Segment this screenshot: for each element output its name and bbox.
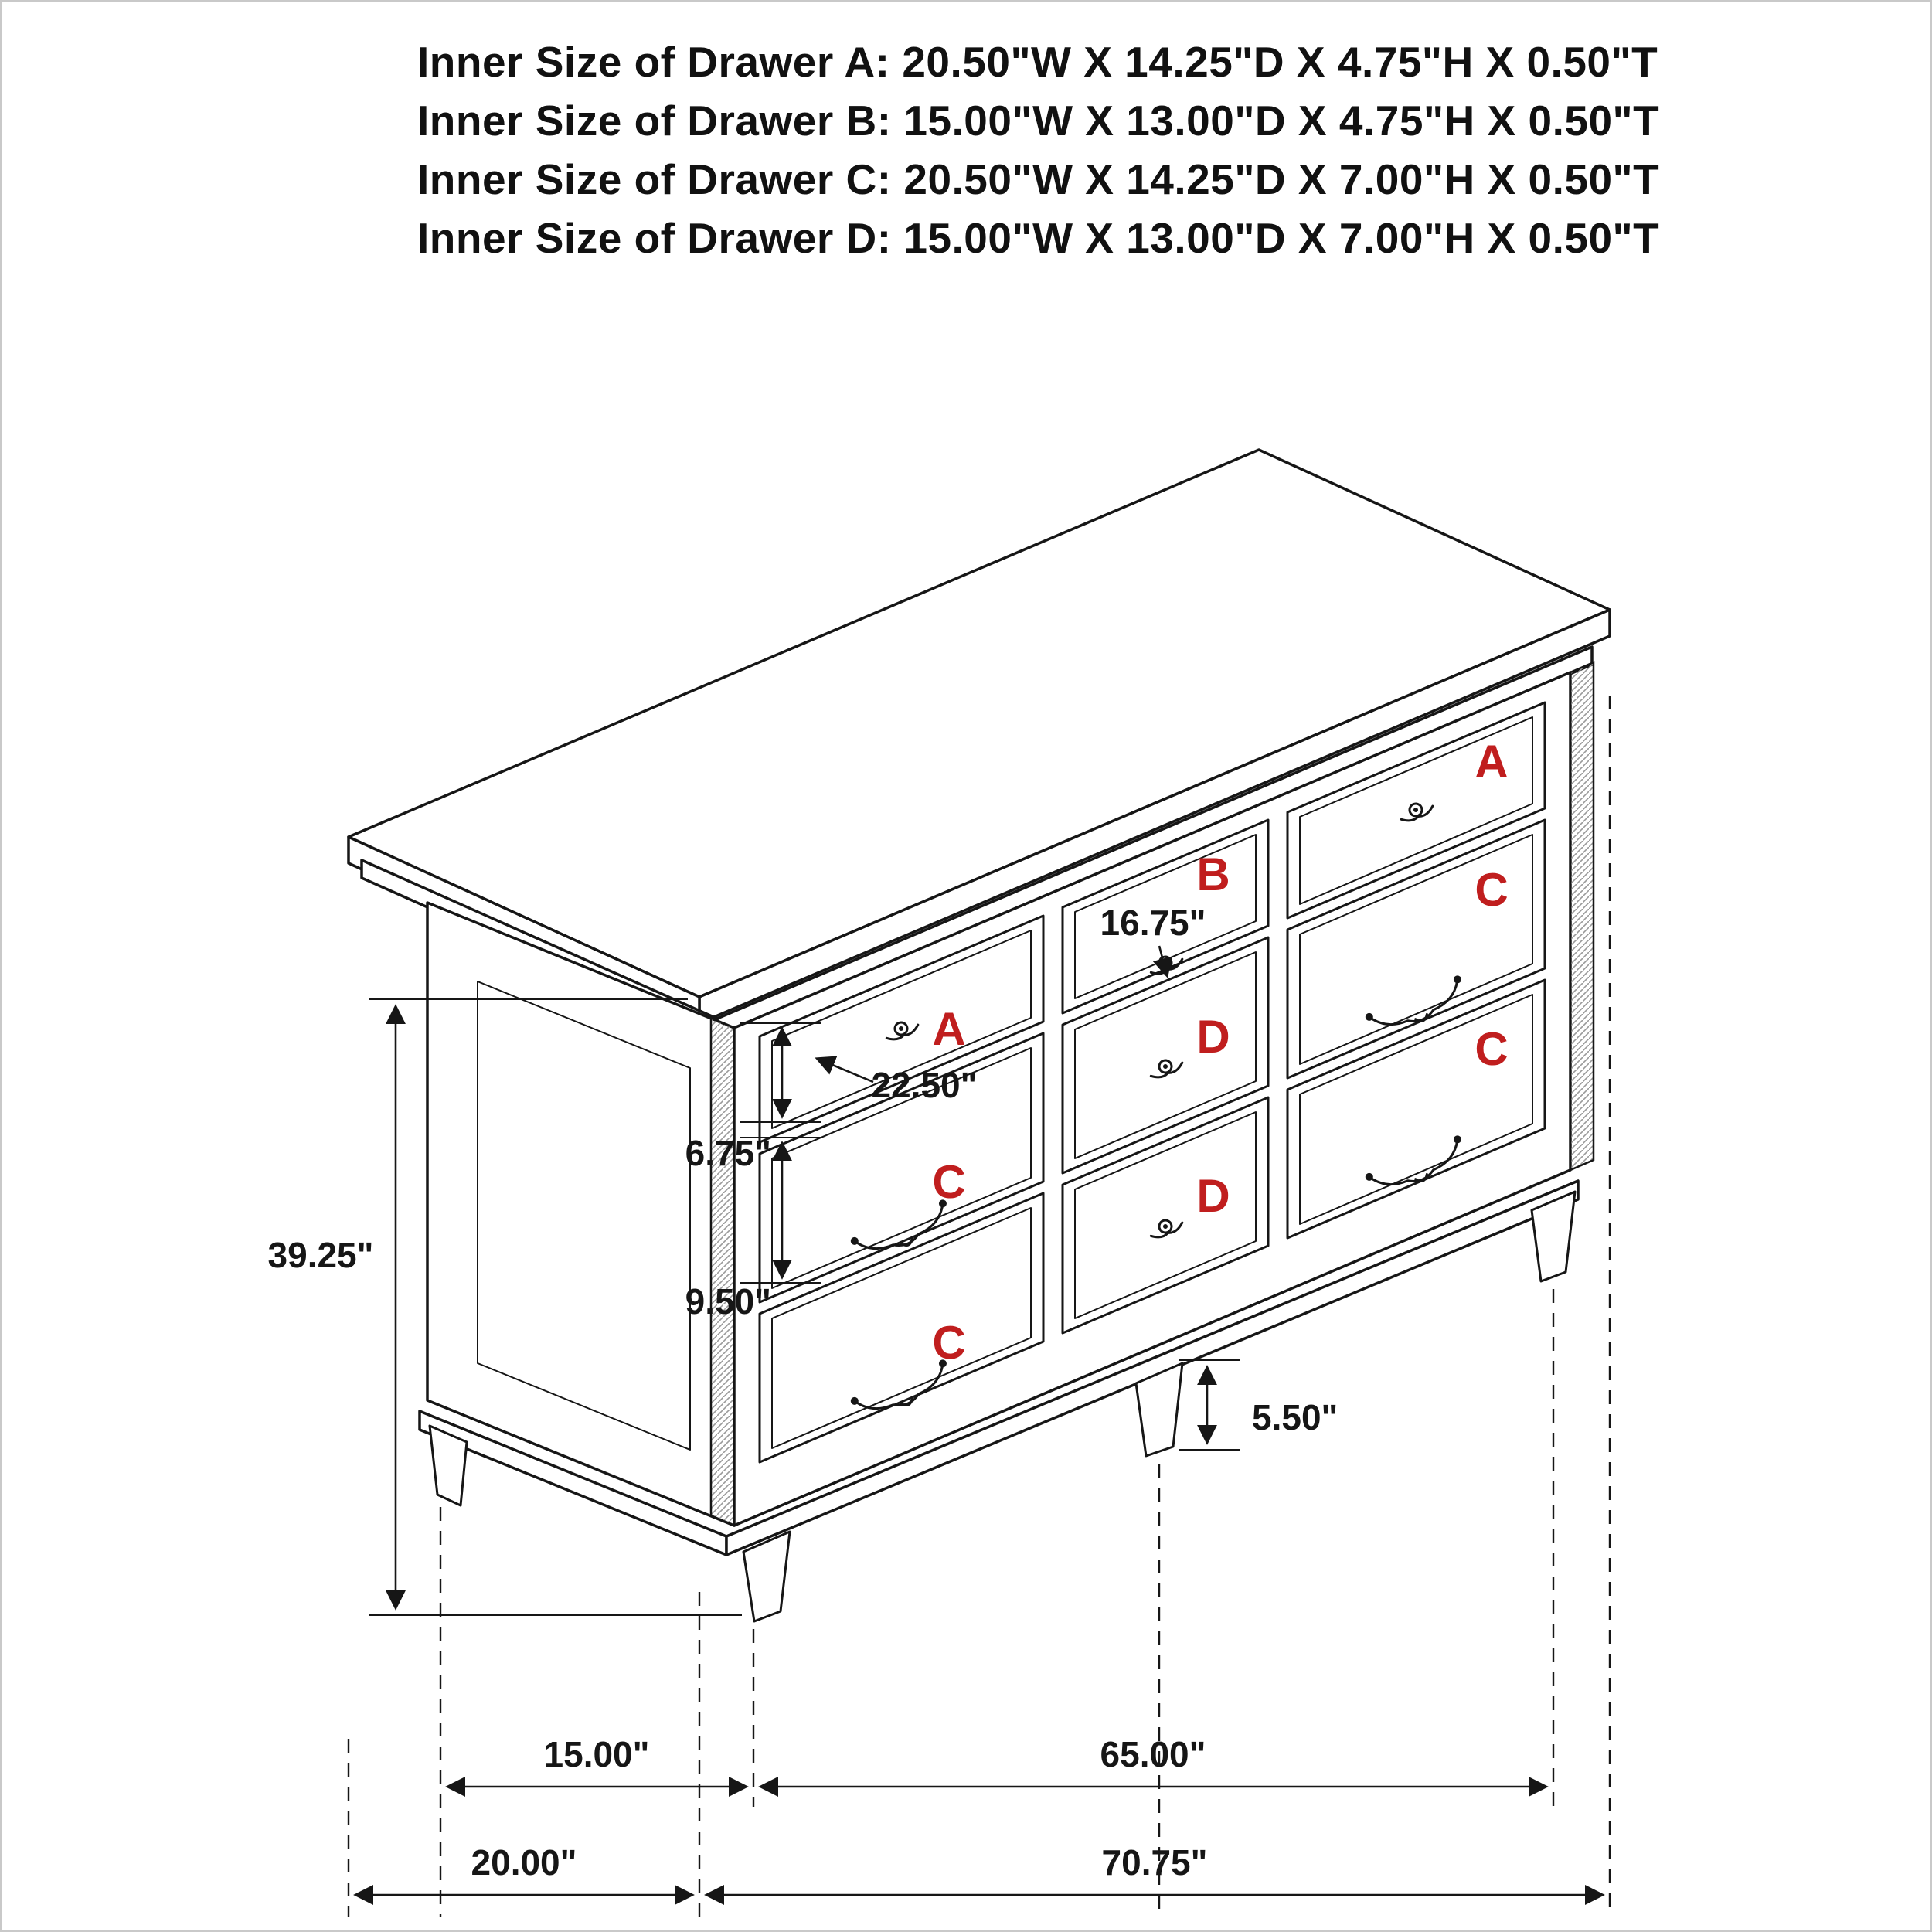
drawer-d-center-bottom xyxy=(1061,1096,1270,1335)
left-corner-pilaster xyxy=(709,1016,736,1527)
drawer-d-center-middle xyxy=(1061,936,1270,1175)
dim-label-top-drawer-height: 6.75" xyxy=(685,1133,771,1173)
drawer-a-right xyxy=(1286,701,1546,920)
spec-line-drawer-b: Inner Size of Drawer B: 15.00"W X 13.00"… xyxy=(417,97,1660,145)
dim-row-overall: 20.00" 70.75" xyxy=(353,1842,1605,1905)
front-center-leg xyxy=(1134,1362,1184,1458)
dim-label-overall-depth: 20.00" xyxy=(471,1842,577,1883)
label-drawer-c-right-bottom: C xyxy=(1475,1023,1508,1075)
dim-label-width-leg-span: 65.00" xyxy=(1100,1734,1206,1774)
drawer-c-left-bottom xyxy=(758,1192,1045,1464)
dim-drawer-b-width: 16.75" xyxy=(1100,903,1206,978)
spec-line-drawer-c: Inner Size of Drawer C: 20.50"W X 14.25"… xyxy=(417,155,1660,203)
extension-dashed-lines xyxy=(347,696,1611,1917)
dim-row-leg-spans: 15.00" 65.00" xyxy=(445,1734,1549,1797)
dresser-legs xyxy=(428,1190,1577,1623)
drawer-letter-labels: A C C B D D A C C xyxy=(932,736,1508,1369)
label-drawer-d-middle: D xyxy=(1196,1011,1230,1063)
label-drawer-b: B xyxy=(1196,849,1230,900)
dim-label-drawer-b-width: 16.75" xyxy=(1100,903,1206,943)
dim-overall-height: 39.25" xyxy=(268,998,742,1616)
front-left-leg xyxy=(742,1530,791,1623)
side-panel-inner-frame xyxy=(477,981,691,1451)
dim-leg-height: 5.50" xyxy=(1179,1359,1338,1451)
dresser-left-side-panel xyxy=(418,901,736,1556)
drawer-b-center xyxy=(1061,818,1270,1015)
dim-label-leg-height: 5.50" xyxy=(1252,1397,1338,1437)
dim-label-lower-drawer-height: 9.50" xyxy=(685,1281,771,1321)
front-right-leg xyxy=(1530,1190,1577,1283)
label-drawer-c-right-middle: C xyxy=(1475,864,1508,916)
dim-label-depth-leg-span: 15.00" xyxy=(544,1734,650,1774)
drawer-inner-size-specs: Inner Size of Drawer A: 20.50"W X 14.25"… xyxy=(417,32,1659,267)
front-base-molding xyxy=(725,1179,1580,1556)
dim-label-drawer-a-width: 22.50" xyxy=(872,1065,978,1105)
dim-drawer-a-width: 22.50" xyxy=(815,1056,978,1105)
spec-line-drawer-d: Inner Size of Drawer D: 15.00"W X 13.00"… xyxy=(417,214,1660,262)
right-corner-pilaster xyxy=(1569,661,1595,1172)
dim-label-overall-height: 39.25" xyxy=(268,1235,374,1275)
drawer-c-right-middle xyxy=(1286,818,1546,1080)
label-drawer-a-right: A xyxy=(1475,736,1508,787)
spec-line-drawer-a: Inner Size of Drawer A: 20.50"W X 14.25"… xyxy=(417,38,1658,86)
label-drawer-c-left-middle: C xyxy=(932,1156,965,1208)
label-drawer-d-bottom: D xyxy=(1196,1170,1230,1222)
label-drawer-c-left-bottom: C xyxy=(932,1317,965,1369)
back-left-leg xyxy=(428,1424,468,1507)
dim-lower-drawer-height: 9.50" xyxy=(685,1137,821,1321)
drawer-c-right-bottom xyxy=(1286,978,1546,1240)
dim-top-drawer-height: 6.75" xyxy=(685,1022,821,1173)
dim-label-overall-width: 70.75" xyxy=(1102,1842,1208,1883)
label-drawer-a-left: A xyxy=(932,1003,965,1055)
